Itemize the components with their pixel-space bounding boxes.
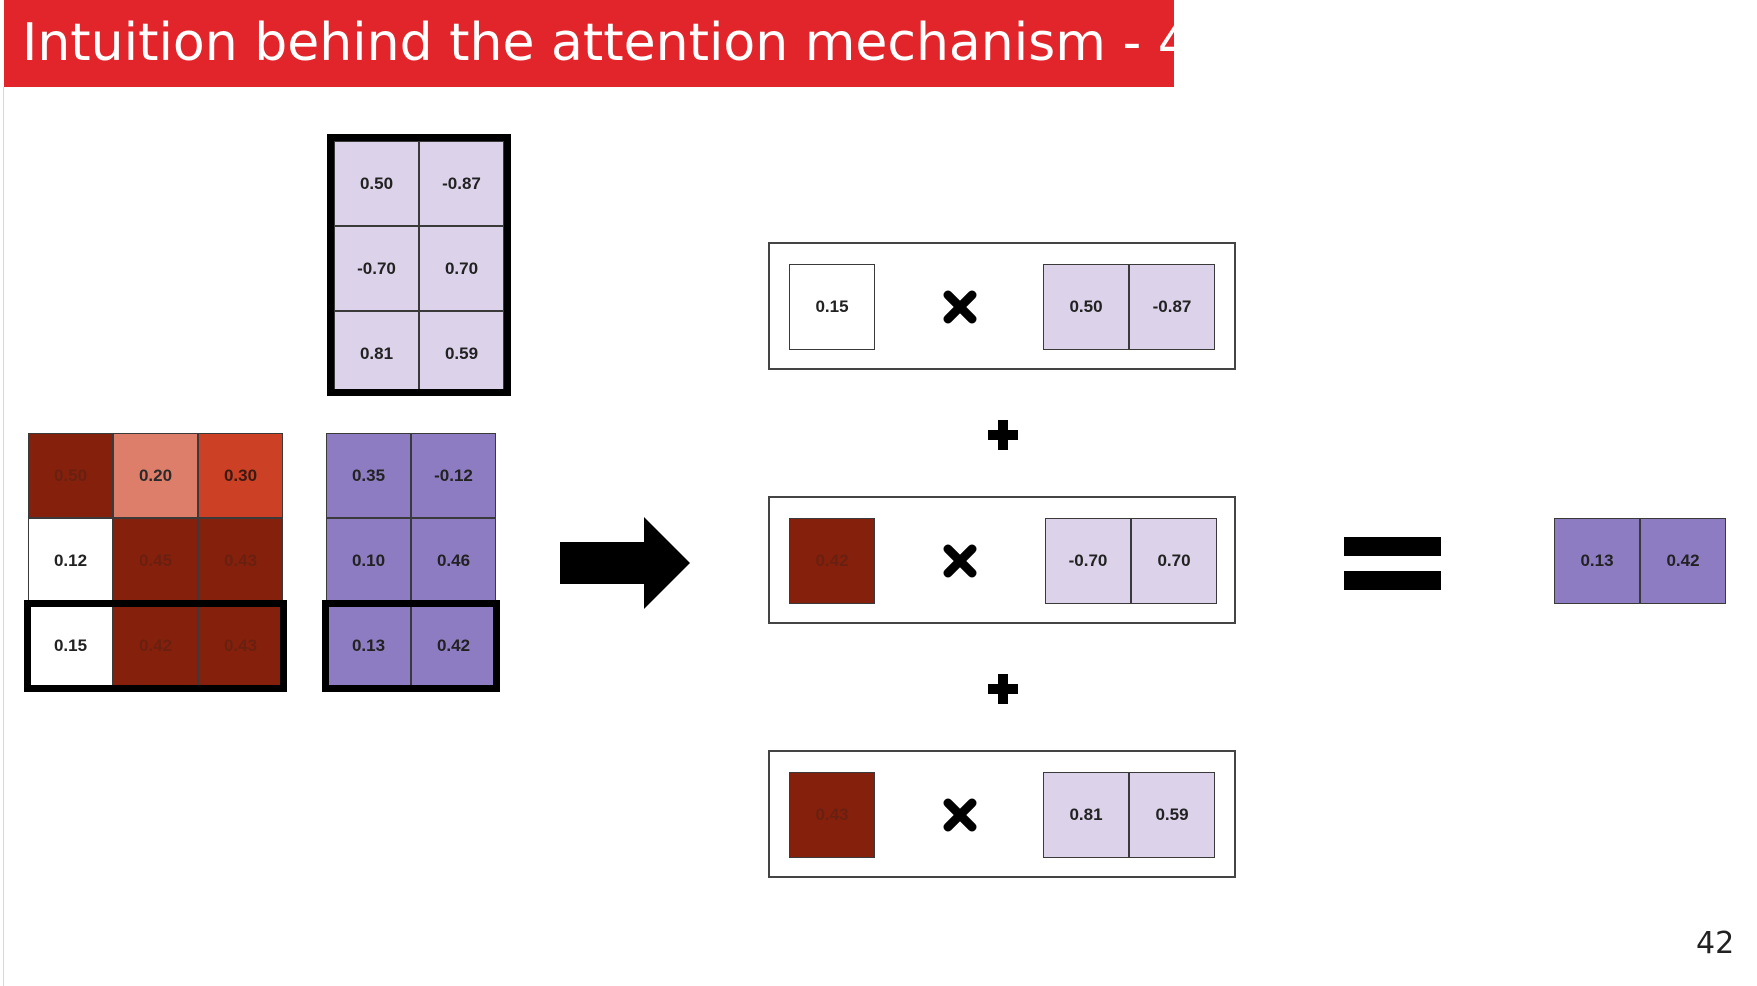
expansion-vector-1-cell: 0.50 [1043, 264, 1129, 350]
weights-cell: 0.45 [113, 518, 198, 603]
expansion-vector-3-cell: 0.59 [1129, 772, 1215, 858]
equals-icon [1344, 537, 1441, 590]
result-row-highlight [322, 600, 500, 692]
right-arrow-icon [560, 517, 690, 609]
weights-cell: 0.43 [198, 518, 283, 603]
weights-row-highlight [24, 600, 287, 692]
times-icon [943, 798, 977, 832]
weights-cell: 0.20 [113, 433, 198, 518]
expansion-vector-2-cell: 0.70 [1131, 518, 1217, 604]
values-cell: 0.81 [334, 311, 419, 396]
result-cell: 0.35 [326, 433, 411, 518]
equals-bar-top [1344, 537, 1441, 556]
expansion-weight-1: 0.15 [789, 264, 875, 350]
weights-cell: 0.42 [113, 603, 198, 688]
times-icon [943, 544, 977, 578]
times-icon [943, 290, 977, 324]
weights-cell: 0.30 [198, 433, 283, 518]
plus-icon [988, 420, 1018, 450]
expansion-vector-2-cell: -0.70 [1045, 518, 1131, 604]
weights-cell: 0.12 [28, 518, 113, 603]
result-cell: 0.46 [411, 518, 496, 603]
expansion-vector-3-cell: 0.81 [1043, 772, 1129, 858]
expansion-weight-3: 0.43 [789, 772, 875, 858]
result-cell: 0.10 [326, 518, 411, 603]
weights-cell: 0.15 [28, 603, 113, 688]
result-cell: 0.13 [326, 603, 411, 688]
result-cell: -0.12 [411, 433, 496, 518]
page-number: 42 [1696, 926, 1735, 961]
values-cell: 0.70 [419, 226, 504, 311]
plus-icon [988, 674, 1018, 704]
values-matrix-frame [327, 134, 511, 396]
weights-cell: 0.50 [28, 433, 113, 518]
slide-title: Intuition behind the attention mechanism… [4, 0, 1191, 87]
expansion-vector-1-cell: -0.87 [1129, 264, 1215, 350]
values-cell: 0.59 [419, 311, 504, 396]
result-cell: 0.42 [411, 603, 496, 688]
slide-left-rule [3, 87, 4, 986]
output-cell: 0.42 [1640, 518, 1726, 604]
values-cell: 0.50 [334, 141, 419, 226]
values-cell: -0.87 [419, 141, 504, 226]
output-cell: 0.13 [1554, 518, 1640, 604]
expansion-weight-2: 0.42 [789, 518, 875, 604]
values-cell: -0.70 [334, 226, 419, 311]
equals-bar-bottom [1344, 571, 1441, 590]
